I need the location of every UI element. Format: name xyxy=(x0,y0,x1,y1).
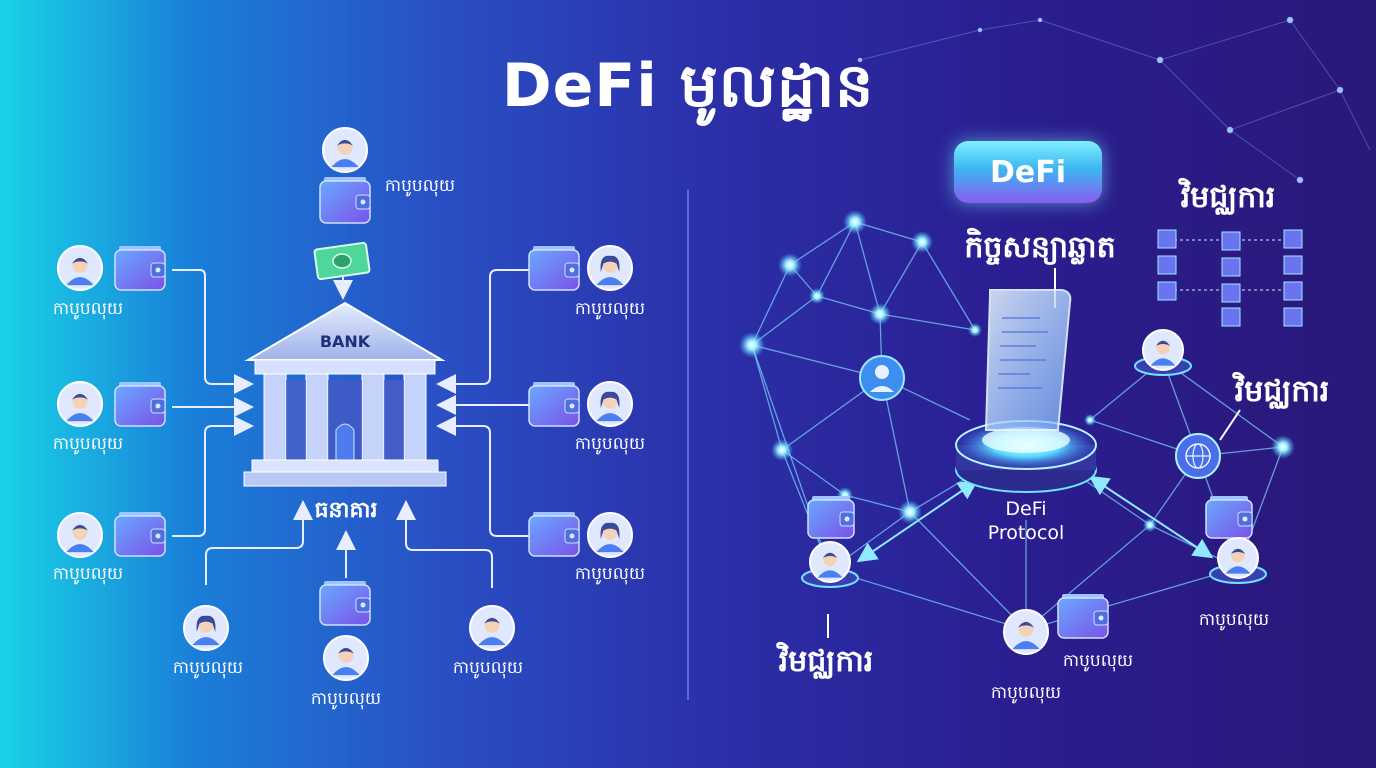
decentralization-label-bottom: វិមជ្ឈការ xyxy=(778,644,874,679)
wallet-icon-left-2 xyxy=(114,382,166,427)
wallet-icon-right-2 xyxy=(528,382,580,427)
defi-user-avatar-right xyxy=(1209,537,1267,584)
defi-wallet-icon-right xyxy=(1205,496,1253,539)
user-label-right-3: កាបូបលុយ xyxy=(574,564,646,584)
defi-protocol-label: DeFi Protocol xyxy=(988,497,1065,545)
wallet-icon-left-3 xyxy=(114,512,166,557)
banknote-icon xyxy=(313,241,371,281)
flow-arrow-right xyxy=(1088,475,1214,559)
defi-protocol-line2: Protocol xyxy=(987,522,1065,544)
defi-user-avatar-top-right xyxy=(1134,329,1192,376)
connector-bottom-left xyxy=(205,500,313,585)
user-avatar-bottom-right xyxy=(469,605,515,651)
defi-wallet-label-right: កាបូបលុយ xyxy=(1198,610,1270,630)
user-avatar-right-2 xyxy=(587,381,633,427)
user-avatar-left-2 xyxy=(57,381,103,427)
bank-building xyxy=(243,301,447,487)
user-label-left-3: កាបូបលុយ xyxy=(52,564,124,584)
user-label-bottom-mid: កាបូបលុយ xyxy=(310,689,382,709)
defi-user-avatar-bottom xyxy=(1003,609,1049,655)
blockchain-icon xyxy=(1157,229,1303,327)
decentralization-label-right: វិមជ្ឈការ xyxy=(1234,374,1330,409)
user-label-left-2: កាបូបលុយ xyxy=(52,434,124,454)
user-label-top: កាបូបលុយ xyxy=(384,176,456,196)
bank-sign: BANK xyxy=(319,332,371,351)
background-network xyxy=(857,16,1371,184)
user-label-bottom-left: កាបូបលុយ xyxy=(172,658,244,678)
user-label-bottom-right: កាបូបលុយ xyxy=(452,658,524,678)
defi-user-node xyxy=(859,355,905,401)
user-avatar-right-1 xyxy=(587,245,633,291)
wallet-icon-bottom-mid xyxy=(319,581,371,626)
connector-left-3 xyxy=(172,416,254,537)
user-avatar-left-3 xyxy=(57,512,103,558)
smart-contract-document xyxy=(984,289,1072,431)
smart-contract-label: កិច្ចសន្យាឆ្លាត xyxy=(964,230,1116,265)
bank-connectors xyxy=(172,269,530,588)
wallet-icon-right-3 xyxy=(528,512,580,557)
wallet-icon-left-1 xyxy=(114,246,166,291)
wallet-icon-right-1 xyxy=(528,246,580,291)
defi-wallet-icon-left xyxy=(807,496,855,539)
defi-protocol-platform xyxy=(955,420,1097,493)
user-avatar-bottom-mid xyxy=(323,635,369,681)
defi-user-avatar-left xyxy=(801,541,859,588)
bank-label: ធនាគារ xyxy=(314,498,378,523)
user-avatar-top xyxy=(322,127,368,173)
defi-badge: DeFi xyxy=(954,141,1102,203)
user-label-right-1: កាបូបលុយ xyxy=(574,299,646,319)
decentralization-label-top: វិមជ្ឈការ xyxy=(1180,180,1276,215)
connector-left-1 xyxy=(172,269,254,394)
user-avatar-left-1 xyxy=(57,245,103,291)
connector-right-1 xyxy=(436,269,530,394)
user-avatar-bottom-left xyxy=(183,605,229,651)
page-title: DeFi មូលដ្ឋាន xyxy=(501,51,875,121)
connector-right-3 xyxy=(436,416,530,537)
user-label-left-1: កាបូបលុយ xyxy=(52,299,124,319)
defi-wallet-label-bottom: កាបូបលុយ xyxy=(1062,651,1134,671)
wallet-icon-top xyxy=(319,177,371,224)
globe-node xyxy=(1175,433,1221,479)
user-label-right-2: កាបូបលុយ xyxy=(574,434,646,454)
defi-user-label-bottom: កាបូបលុយ xyxy=(990,683,1062,703)
defi-wallet-icon-bottom xyxy=(1057,594,1109,639)
connector-bottom-right xyxy=(396,500,493,588)
user-avatar-right-3 xyxy=(587,512,633,558)
defi-protocol-line1: DeFi xyxy=(1005,498,1047,520)
